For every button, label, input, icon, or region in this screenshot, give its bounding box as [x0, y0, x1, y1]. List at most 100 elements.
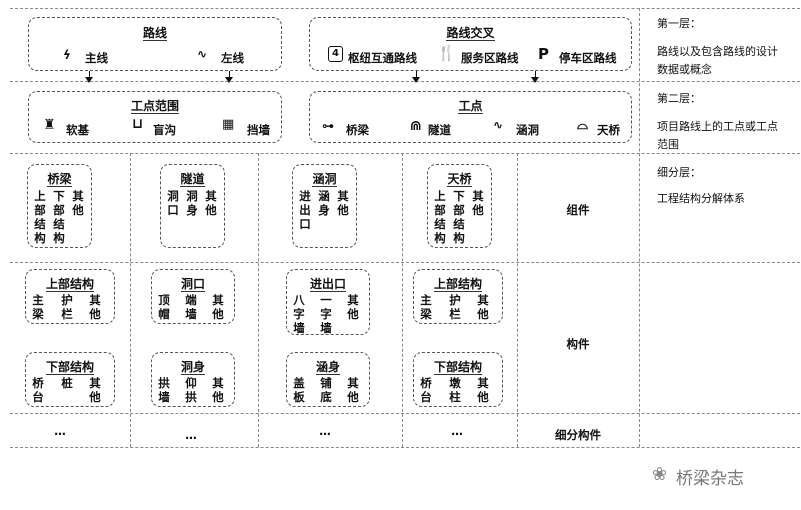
bridge-upper-members-box: 上部结构 主梁 护栏 其他 — [25, 269, 115, 324]
work-range-box: 工点范围 ♜ 软基 ⊔ 盲沟 ▦ 挡墙 — [28, 91, 282, 143]
grid-line — [10, 8, 800, 9]
culvert-io-other: 其他 — [347, 293, 359, 321]
tunnel-body: 洞身 — [186, 189, 198, 217]
hub-interchange-label: 枢纽互通路线 — [348, 51, 417, 65]
bridge-lower-other: 其他 — [89, 376, 101, 404]
layer2-note-title: 第二层： — [657, 92, 701, 105]
bridge-lower-members-box: 下部结构 桥台 桩 其他 — [25, 352, 115, 407]
tunnel-components-title: 隧道 — [180, 172, 205, 187]
tunnel-label: 隧道 — [428, 123, 451, 137]
watermark: 桥梁杂志 — [676, 469, 744, 489]
main-line-icon: ϟ — [63, 48, 71, 62]
tunnel-components-box: 隧道 洞口 洞身 其他 — [160, 164, 225, 248]
guardrail: 护栏 — [61, 293, 73, 321]
overpass-guardrail: 护栏 — [449, 293, 461, 321]
bridge-lower-members-title: 下部结构 — [45, 360, 94, 375]
ellipsis: … — [319, 424, 331, 438]
tunnel-portal-members-title: 洞口 — [180, 277, 205, 292]
overpass-main-girder: 主梁 — [420, 293, 432, 321]
grid-line — [517, 153, 518, 447]
grid-line — [10, 81, 800, 82]
tunnel-portal-other: 其他 — [212, 293, 224, 321]
culvert-io-members-box: 进出口 八字墙 一字墙 其他 — [286, 269, 370, 335]
culvert-components-box: 涵洞 进出口 涵身 其他 — [292, 164, 357, 248]
overpass-abutment: 桥台 — [420, 376, 432, 404]
layer3-note-body: 工程结构分解体系 — [657, 192, 745, 205]
overpass-lower-structure: 下部结构 — [453, 189, 465, 245]
parking-area-label: 停车区路线 — [559, 51, 617, 65]
bridge-label: 桥梁 — [346, 123, 369, 137]
work-range-title: 工点范围 — [130, 99, 179, 114]
components-label: 组件 — [566, 203, 590, 217]
sub-members-label: 细分构件 — [555, 428, 601, 442]
main-line-label: 主线 — [85, 51, 108, 65]
overpass-lower-other: 其他 — [477, 376, 489, 404]
intersection-title: 路线交叉 — [446, 26, 495, 41]
ellipsis: … — [185, 428, 197, 442]
straight-wall: 一字墙 — [320, 293, 332, 335]
left-line-icon: ∿ — [197, 47, 208, 61]
retaining-wall-icon: ▦ — [222, 117, 235, 132]
tunnel-portal-members-box: 洞口 顶帽 端墙 其他 — [151, 269, 235, 324]
bridge-lower-structure: 下部结构 — [53, 189, 65, 245]
watermark-logo-icon: ❀ — [652, 464, 668, 485]
splayed-wing-wall: 八字墙 — [293, 293, 305, 335]
overpass-label: 天桥 — [597, 123, 620, 137]
overpass-upper-other: 其他 — [477, 293, 489, 321]
blind-ditch-label: 盲沟 — [153, 123, 176, 137]
retaining-wall-label: 挡墙 — [247, 123, 270, 137]
layer2-note-body: 项目路线上的工点或工点范围 — [657, 120, 778, 151]
pile: 桩 — [61, 376, 73, 390]
culvert-other: 其他 — [337, 189, 349, 217]
interchange-icon: 4 — [328, 46, 343, 62]
layer1-note-title: 第一层： — [657, 17, 701, 30]
tunnel-body-members-box: 洞身 拱墙 仰拱 其他 — [151, 352, 235, 407]
culvert-body-other: 其他 — [347, 376, 359, 404]
main-girder: 主梁 — [32, 293, 44, 321]
bridge-other: 其他 — [72, 189, 84, 217]
culvert-body-members-title: 涵身 — [315, 360, 340, 375]
bridge-components-title: 桥梁 — [47, 172, 72, 187]
work-points-box: 工点 ⊶ 桥梁 ⋒ 隧道 ∿ 涵洞 ⌓ 天桥 — [309, 91, 632, 143]
bridge-upper-structure: 上部结构 — [34, 189, 46, 245]
culvert-inlet-outlet: 进出口 — [299, 189, 311, 231]
culvert-components-title: 涵洞 — [312, 172, 337, 187]
culvert-body-members-box: 涵身 盖板 铺底 其他 — [286, 352, 370, 407]
abutment: 桥台 — [32, 376, 44, 404]
service-area-label: 服务区路线 — [461, 51, 519, 65]
top-cap: 顶帽 — [158, 293, 170, 321]
tunnel-icon: ⋒ — [410, 118, 422, 134]
overpass-icon: ⌓ — [577, 117, 589, 133]
grid-line — [10, 153, 800, 154]
soft-foundation-label: 软基 — [66, 123, 89, 137]
service-area-icon: 🍴 — [437, 44, 456, 62]
bridge-upper-members-title: 上部结构 — [45, 277, 94, 292]
intersection-box: 路线交叉 4 枢纽互通路线 🍴 服务区路线 P 停车区路线 — [309, 17, 632, 71]
tunnel-body-other: 其他 — [212, 376, 224, 404]
work-points-title: 工点 — [458, 99, 483, 114]
bridge-components-box: 桥梁 上部结构 下部结构 其他 — [27, 164, 92, 248]
tunnel-body-members-title: 洞身 — [180, 360, 205, 375]
grid-line — [639, 8, 640, 447]
overpass-components-box: 天桥 上部结构 下部结构 其他 — [427, 164, 492, 248]
culvert-label: 涵洞 — [516, 123, 539, 137]
bridge-icon: ⊶ — [322, 119, 334, 133]
inverted-arch: 仰拱 — [185, 376, 197, 404]
culvert-body: 涵身 — [318, 189, 330, 217]
bridge-upper-other: 其他 — [89, 293, 101, 321]
grid-line — [10, 413, 800, 414]
overpass-upper-structure: 上部结构 — [434, 189, 446, 245]
grid-line — [130, 153, 131, 447]
overpass-upper-members-title: 上部结构 — [433, 277, 482, 292]
overpass-other: 其他 — [472, 189, 484, 217]
pier-column: 墩柱 — [449, 376, 461, 404]
layer1-note-body: 路线以及包含路线的设计数据或概念 — [657, 45, 778, 76]
soft-foundation-icon: ♜ — [43, 117, 56, 133]
tunnel-other: 其他 — [205, 189, 217, 217]
overpass-lower-members-title: 下部结构 — [433, 360, 482, 375]
tunnel-portal: 洞口 — [167, 189, 179, 217]
parking-icon: P — [538, 45, 549, 63]
cover-slab: 盖板 — [293, 376, 305, 404]
grid-line — [10, 447, 800, 448]
grid-line — [258, 153, 259, 447]
